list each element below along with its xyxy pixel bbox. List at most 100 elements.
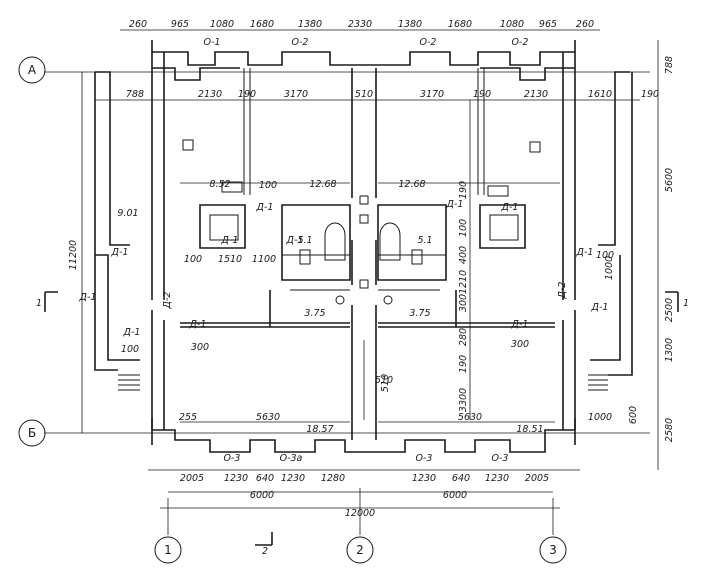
axis-bubble-row-a: А <box>18 56 46 84</box>
top-dim-0: 260 <box>129 19 147 30</box>
bottom-dim-3: 1230 <box>281 473 305 484</box>
top-dim-7: 1680 <box>448 19 472 30</box>
right-small-0: 600 <box>628 406 639 424</box>
door-mark-8: Д-1 <box>501 202 519 213</box>
axis-label-row-b: Б <box>28 426 36 440</box>
window-mark-top-3: О-2 <box>512 37 529 48</box>
right-small-1: 1000 <box>588 412 612 423</box>
top-dim2-8: 1610 <box>588 89 612 100</box>
bottom-dim-2: 640 <box>256 473 274 484</box>
door-mark-2: Д-1 <box>221 235 239 246</box>
room-area-8: 18.57 <box>306 424 333 435</box>
axis-bubble-col-1: 1 <box>154 536 182 564</box>
top-dim2-0: 788 <box>126 89 144 100</box>
bottom-dim-6000-right: 6000 <box>443 490 467 501</box>
door-mark-3: Д-1 <box>286 235 304 246</box>
vinterior-dim-0: 1000 <box>604 256 615 280</box>
interior-dim-7: 5630 <box>256 412 280 423</box>
door-mark-4: Д-1 <box>79 292 97 303</box>
interior-partitions <box>118 68 608 391</box>
door2-mark-0: Д-2 <box>162 292 173 310</box>
right-dim-2: 2500 <box>664 298 675 322</box>
vinterior-dim-3: 400 <box>458 246 469 264</box>
top-dim-4: 1380 <box>298 19 322 30</box>
top-dim2-2: 190 <box>238 89 256 100</box>
window-mark-top-1: О-2 <box>292 37 309 48</box>
room-area-1: 9.01 <box>117 208 138 219</box>
vinterior-dim-9: 510 <box>380 374 391 392</box>
top-dim-8: 1080 <box>500 19 524 30</box>
section-label-bottom: 2 <box>262 546 268 557</box>
interior-dim-5: 300 <box>191 342 209 353</box>
interior-dim-3: 1100 <box>252 254 276 265</box>
interior-dim-9: 5630 <box>458 412 482 423</box>
window-mark-top-0: О-1 <box>204 37 221 48</box>
window-mark-bottom-3: О-3 <box>492 453 509 464</box>
window-mark-bottom-0: О-3 <box>224 453 241 464</box>
vinterior-dim-8: 3300 <box>458 388 469 412</box>
axis-label-col-3: 3 <box>549 543 557 557</box>
door2-mark-1: Д-2 <box>557 282 568 300</box>
interior-dim-6: 255 <box>179 412 197 423</box>
top-dim2-1: 2130 <box>198 89 222 100</box>
axis-bubble-col-3: 3 <box>539 536 567 564</box>
vinterior-dim-1: 190 <box>458 181 469 199</box>
section-mark-right: 1 <box>665 291 689 312</box>
room-area-5: 5.1 <box>417 235 432 246</box>
room-area-0: 8.52 <box>209 179 230 190</box>
axis-bubble-col-2: 2 <box>346 536 374 564</box>
room-area-7: 3.75 <box>409 308 430 319</box>
top-dim-9: 965 <box>539 19 557 30</box>
right-dim-4: 2580 <box>664 418 675 442</box>
bottom-total: 12000 <box>345 508 375 519</box>
door-mark-6: Д-1 <box>189 319 207 330</box>
top-dim2-6: 190 <box>473 89 491 100</box>
room-area-6: 3.75 <box>304 308 325 319</box>
top-dim2-4: 510 <box>355 89 373 100</box>
top-dim2-7: 2130 <box>524 89 548 100</box>
section-label-left: 1 <box>36 298 42 309</box>
top-dim-1: 965 <box>171 19 189 30</box>
section-label-right: 1 <box>683 298 689 309</box>
section-mark-left: 1 <box>36 291 58 312</box>
top-dim2-5: 3170 <box>420 89 444 100</box>
top-dim2-3: 3170 <box>284 89 308 100</box>
axis-label-col-1: 1 <box>164 543 172 557</box>
window-mark-bottom-2: О-3 <box>416 453 433 464</box>
door-mark-10: Д-1 <box>576 247 594 258</box>
interior-dim-2: 1510 <box>218 254 242 265</box>
axis-label-row-a: А <box>28 63 37 77</box>
door-mark-0: Д-1 <box>111 247 129 258</box>
window-mark-bottom-1: О-3а <box>280 453 303 464</box>
top-dim-3: 1680 <box>250 19 274 30</box>
door-mark-9: Д-1 <box>511 319 529 330</box>
axis-bubble-row-b: Б <box>18 419 46 447</box>
bottom-dim-6000-left: 6000 <box>250 490 274 501</box>
vinterior-dim-6: 280 <box>458 328 469 346</box>
bottom-dim-0: 2005 <box>180 473 204 484</box>
top-dim2-9: 190 <box>641 89 659 100</box>
interior-dim-10: 300 <box>511 339 529 350</box>
dimension-lines <box>81 29 659 509</box>
vinterior-dim-5: 300 <box>458 294 469 312</box>
vinterior-dim-4: 1210 <box>458 270 469 294</box>
door-mark-7: Д-1 <box>446 199 464 210</box>
interior-dim-0: 100 <box>184 254 202 265</box>
top-dim-6: 1380 <box>398 19 422 30</box>
top-dim-10: 260 <box>576 19 594 30</box>
vinterior-dim-2: 100 <box>458 219 469 237</box>
bottom-dim-6: 640 <box>452 473 470 484</box>
bottom-dim-5: 1230 <box>412 473 436 484</box>
top-dim-2: 1080 <box>210 19 234 30</box>
top-dim-5: 2330 <box>348 19 372 30</box>
bottom-dim-8: 2005 <box>525 473 549 484</box>
door-mark-5: Д-1 <box>123 327 141 338</box>
room-area-9: 18.51 <box>516 424 543 435</box>
bottom-dim-4: 1280 <box>321 473 345 484</box>
interior-dim-11: 100 <box>596 250 614 261</box>
left-overall: 11200 <box>68 240 79 270</box>
room-area-2: 12.68 <box>309 179 336 190</box>
room-area-4: 5.1 <box>297 235 312 246</box>
axis-label-col-2: 2 <box>356 543 364 557</box>
